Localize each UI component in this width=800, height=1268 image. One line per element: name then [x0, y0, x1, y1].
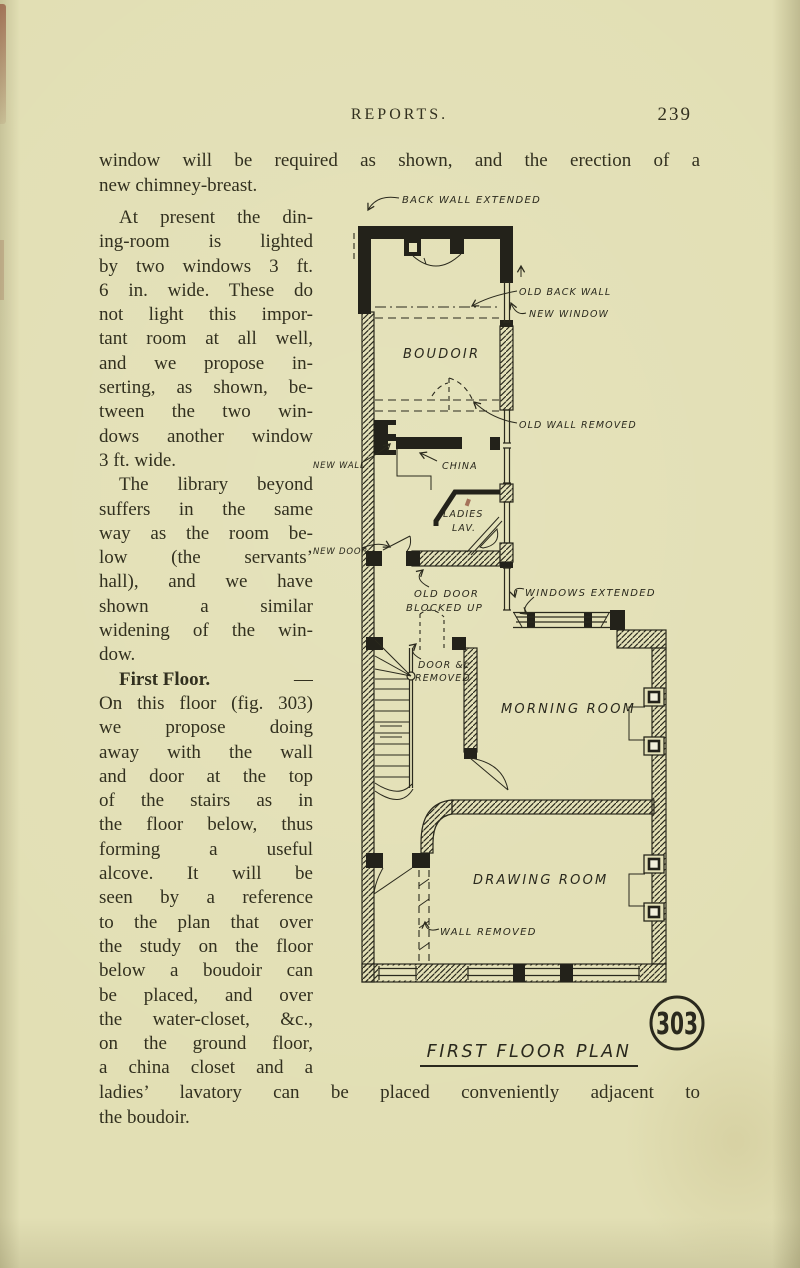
- section-heading-dash: —: [294, 668, 313, 690]
- text-line: the boudoir.: [99, 1106, 190, 1128]
- text-line: The library beyond: [119, 474, 313, 496]
- text-line: a china closet and a: [99, 1057, 313, 1079]
- figure-number: 303: [656, 1007, 698, 1042]
- text-line: 3 ft. wide.: [99, 449, 177, 471]
- text-line: tween the two win-: [99, 401, 313, 423]
- annotation-new-window: NEW WINDOW: [529, 309, 609, 320]
- text-line: by two windows 3 ft.: [99, 255, 313, 277]
- text-line: alcove. It will be: [99, 863, 313, 885]
- text-line: and we propose in-: [99, 352, 313, 374]
- annotation-door-removed-line2: REMOVED: [415, 673, 471, 684]
- text-line: of the stairs as in: [99, 790, 313, 812]
- removed-walls-dashed: [353, 233, 499, 963]
- text-line: tant room at all well,: [99, 328, 313, 350]
- text-line: dows another window: [99, 425, 313, 447]
- text-line: way as the room be-: [99, 522, 313, 544]
- text-line: On this floor (fig. 303): [99, 692, 313, 714]
- figure-caption: FIRST FLOOR PLAN: [427, 1042, 632, 1062]
- text-line: we propose doing: [99, 717, 313, 739]
- text-line: widening of the win-: [99, 620, 313, 642]
- text-line: away with the wall: [99, 741, 313, 763]
- annotation-windows-extended: WINDOWS EXTENDED: [525, 588, 656, 599]
- text-line: new chimney-breast.: [99, 174, 258, 196]
- text-line: At present the din-: [119, 207, 313, 228]
- annotation-wall-removed: WALL REMOVED: [440, 927, 537, 938]
- text-line: dow.: [99, 644, 136, 666]
- annotation-old-back-wall: OLD BACK WALL: [519, 287, 611, 298]
- foxing-speck: [464, 498, 471, 507]
- annotation-old-door-line2: BLOCKED UP: [406, 603, 483, 614]
- annotation-new-door: NEW DOOR: [313, 547, 368, 557]
- section-heading: First Floor.: [119, 668, 211, 690]
- text-line: 6 in. wide. These do: [99, 279, 313, 301]
- annotation-old-wall-removed: OLD WALL REMOVED: [519, 420, 637, 431]
- page-edge-stain: [0, 4, 6, 124]
- staircase: [374, 639, 416, 800]
- text-column: At present the din- ing-room is lighted …: [99, 206, 313, 1081]
- new-walls: [358, 226, 625, 982]
- page-header: REPORTS. 239: [99, 104, 700, 130]
- room-label-china: CHINA: [442, 461, 478, 472]
- text-line: and door at the top: [99, 765, 313, 787]
- room-label-boudoir: BOUDOIR: [403, 347, 480, 362]
- text-line: to the plan that over: [99, 911, 313, 933]
- text-line: forming a useful: [99, 838, 313, 860]
- intro-paragraph: window will be required as shown, and th…: [99, 149, 700, 198]
- page-edge-stain-2: [0, 240, 4, 300]
- first-floor-plan-figure: BACK WALL EXTENDED OLD BACK WALL NEW WIN…: [313, 195, 705, 1067]
- text-line: be placed, and over: [99, 984, 313, 1006]
- windows: [378, 281, 665, 981]
- room-label-ladies-lav-line2: LAV.: [452, 523, 476, 534]
- annotation-door-removed-line1: DOOR &c: [418, 660, 470, 671]
- text-line: on the ground floor,: [99, 1033, 313, 1055]
- text-line: not light this impor-: [99, 304, 313, 326]
- doors-and-fixtures: [373, 253, 509, 895]
- text-line: window will be required as shown, and th…: [99, 150, 700, 171]
- text-line: shown a similar: [99, 595, 313, 617]
- annotation-old-door-line1: OLD DOOR: [414, 589, 479, 600]
- room-label-ladies-lav-line1: LADIES: [443, 509, 484, 520]
- figure-number-circle: [649, 995, 705, 1051]
- annotation-new-wall: NEW WALL: [313, 461, 366, 471]
- text-line: seen by a reference: [99, 887, 313, 909]
- text-line: suffers in the same: [99, 498, 313, 520]
- text-line: ladies’ lavatory can be placed convenien…: [99, 1082, 700, 1103]
- text-line: below a boudoir can: [99, 960, 313, 982]
- leader-arrows: [361, 196, 535, 931]
- closing-paragraph: ladies’ lavatory can be placed convenien…: [99, 1081, 700, 1130]
- text-line: hall), and we have: [99, 571, 313, 593]
- text-line: the study on the floor: [99, 935, 313, 957]
- page-number: 239: [657, 104, 692, 125]
- text-line: serting, as shown, be-: [99, 377, 313, 399]
- room-label-drawing-room: DRAWING ROOM: [473, 873, 608, 888]
- text-line: the floor below, thus: [99, 814, 313, 836]
- annotation-back-wall-extended: BACK WALL EXTENDED: [402, 195, 541, 206]
- running-title: REPORTS.: [350, 106, 449, 123]
- section-heading-line: First Floor. —: [99, 668, 313, 692]
- text-line: the water-closet, &c.,: [99, 1008, 313, 1030]
- text-line: ing-room is lighted: [99, 231, 313, 253]
- text-line: low (the servants’: [99, 547, 313, 569]
- room-label-morning-room: MORNING ROOM: [501, 702, 636, 717]
